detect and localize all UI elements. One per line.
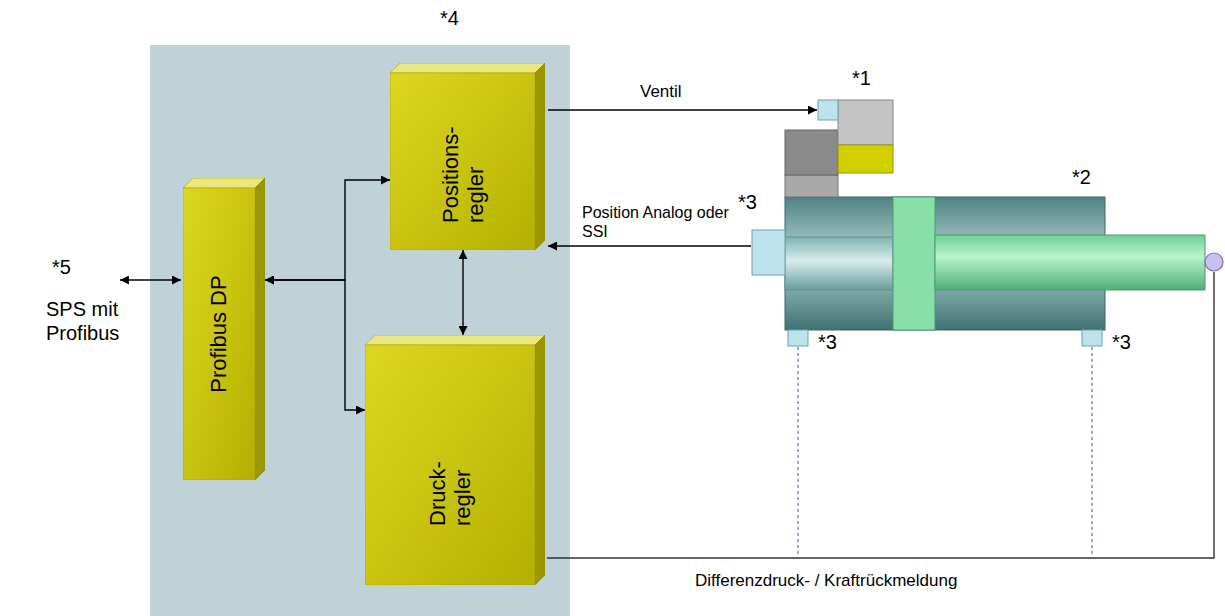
- front-face: [390, 73, 535, 250]
- callout-number: *2: [1072, 165, 1091, 189]
- callout-number: *5: [52, 255, 71, 279]
- plc-label: SPS mit Profibus: [46, 297, 134, 345]
- callout-number: *1: [852, 66, 871, 90]
- module-name: Positions- regler: [437, 101, 488, 223]
- piston-rod: [935, 235, 1205, 290]
- pressure-sensor: [788, 330, 808, 346]
- signal-name: Ventil: [640, 82, 682, 102]
- controller-module: Positions- regler: [390, 63, 545, 250]
- signal-name: Position Analog oder SSI: [582, 203, 732, 241]
- piston: [893, 197, 935, 330]
- sensor-lead: [797, 347, 798, 554]
- panel-ground: [150, 45, 570, 616]
- pressure-sensor: [1082, 330, 1102, 346]
- position-signal-line: [548, 245, 751, 246]
- bevel-top: [183, 178, 265, 188]
- controller-module: Druck- regler: [365, 335, 545, 585]
- callout-number: *3: [818, 330, 837, 354]
- callout-number: *3: [738, 190, 757, 214]
- controller-panel: *4Profibus DPPositions- reglerDruck- reg…: [150, 45, 570, 616]
- valve-signal-line: [548, 109, 817, 110]
- valve-body: [785, 130, 838, 175]
- bevel-top: [365, 335, 545, 345]
- valve-connector: [818, 100, 838, 120]
- signal-connector: [265, 280, 365, 410]
- callout-number: *4: [440, 7, 459, 30]
- module-3d-shape: [365, 335, 545, 585]
- valve-coil: [838, 145, 893, 173]
- valve-base: [785, 175, 838, 197]
- bus-arrow: [120, 279, 181, 280]
- signal-connector: [462, 250, 463, 335]
- valve-head: [838, 100, 893, 145]
- bevel-side: [255, 178, 265, 480]
- bevel-top: [390, 63, 545, 73]
- front-face: [365, 345, 535, 585]
- load-cell: [1205, 253, 1223, 271]
- bevel-side: [535, 335, 545, 585]
- position-sensor: [752, 230, 785, 275]
- signal-connector: [265, 180, 390, 280]
- front-face: [183, 188, 255, 480]
- module-name: Profibus DP: [206, 275, 231, 392]
- module-name: Druck- regler: [425, 404, 476, 526]
- bevel-side: [535, 63, 545, 250]
- sensor-lead: [1091, 347, 1092, 554]
- signal-name: Differenzdruck- / Kraftrückmeldung: [695, 571, 957, 591]
- inner-rod: [785, 237, 893, 290]
- bus-module: Profibus DP: [183, 178, 265, 480]
- callout-number: *3: [1112, 330, 1131, 354]
